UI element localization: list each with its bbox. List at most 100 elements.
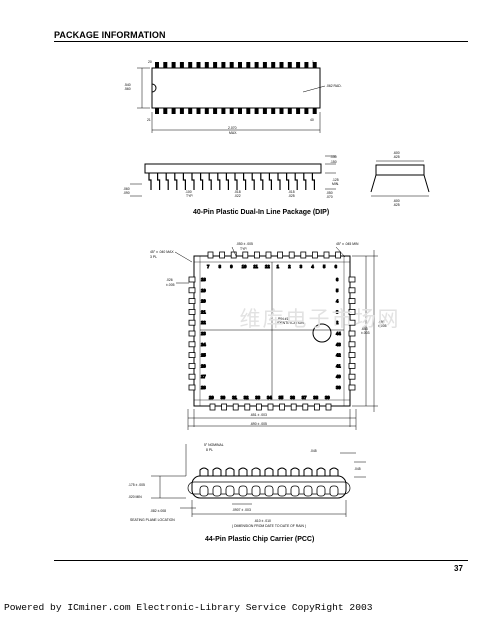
- dip-dim-a2: TYP.: [186, 194, 193, 198]
- dip-lead: [155, 62, 159, 68]
- pcc-pad: [221, 403, 228, 411]
- pcc-side-foot: [251, 485, 261, 497]
- pcc-pin-number: 4: [336, 299, 339, 304]
- pcc-corner-1: 45° x .040 MAX: [150, 250, 174, 254]
- pcc-pad: [265, 251, 272, 259]
- pcc-pad: [348, 373, 356, 380]
- dip-end-dims: [371, 160, 429, 197]
- pcc-pin-number: 26: [201, 363, 206, 368]
- pcc-pin-number: 25: [201, 353, 206, 358]
- pcc-pad: [232, 403, 239, 411]
- dip-side-lead: [277, 173, 281, 190]
- footer-credit: Powered by ICminer.com Electronic-Librar…: [4, 602, 373, 613]
- pcc-pad: [188, 341, 196, 348]
- dip-length-label: 2.070: [228, 126, 237, 130]
- pcc-side-lead: [251, 467, 261, 476]
- dip-pin20-label: 1: [312, 60, 314, 64]
- pcc-pad: [323, 251, 330, 259]
- dip-lead: [229, 62, 234, 68]
- pcc-pad: [288, 251, 295, 259]
- dip-lead: [271, 62, 276, 68]
- dip-lead: [188, 62, 193, 68]
- dip-lead: [254, 108, 259, 114]
- pcc-pad: [188, 330, 196, 337]
- pcc-pin-number: 34: [267, 395, 272, 400]
- pcc-bot-e: .0907 ± .003: [232, 508, 251, 512]
- pcc-pad: [348, 308, 356, 315]
- pcc-pin-number: 7: [207, 264, 210, 269]
- dip-lead: [204, 62, 209, 68]
- dip-dim-c1: .060: [123, 187, 130, 191]
- dip-lead: [279, 62, 284, 68]
- pcc-side-foot: [329, 485, 339, 497]
- pcc-pin-number: 38: [313, 395, 318, 400]
- pcc-bot-b: .045: [354, 467, 361, 471]
- pcc-pin-number: 11: [253, 264, 258, 269]
- pcc-pin-number: 42: [336, 353, 341, 358]
- pcc-pad: [188, 373, 196, 380]
- pcc-pin-number: 2: [288, 264, 291, 269]
- pcc-pad: [255, 403, 262, 411]
- dip-dim-c2: .090: [123, 191, 130, 195]
- dip-lead: [312, 62, 317, 68]
- pcc-pin-number: 5: [323, 264, 326, 269]
- dip-lead: [271, 108, 276, 114]
- pcc-pad: [348, 276, 356, 283]
- pcc-pin-number: 2: [336, 320, 339, 325]
- dip-side-lead: [174, 173, 178, 190]
- pcc-side-dims: [151, 444, 366, 517]
- pcc-side-lead: [329, 467, 339, 476]
- pcc-side-lead: [303, 467, 313, 476]
- pcc-pin-number: 10: [242, 264, 247, 269]
- dip-side-lead: [225, 173, 229, 190]
- pcc-side-foot: [199, 485, 209, 497]
- pcc-pad: [348, 341, 356, 348]
- pcc-pad: [188, 319, 196, 326]
- pcc-pad: [277, 251, 284, 259]
- pcc-side-foot: [212, 485, 222, 497]
- pcc-pin-number: 35: [279, 395, 284, 400]
- pcc-pin-number: 43: [336, 342, 341, 347]
- dip-lead: [262, 62, 267, 68]
- pcc-side-foot: [264, 485, 274, 497]
- pcc-side-h2-1: .690: [378, 320, 385, 324]
- pcc-pad: [300, 251, 307, 259]
- dip-lead: [179, 108, 184, 114]
- pcc-pin-number: 4: [311, 264, 314, 269]
- dip-dim-top2: .150: [330, 160, 337, 164]
- dip-lead: [213, 108, 218, 114]
- dip-side-lead: [191, 173, 195, 190]
- pcc-leadw-1: .026: [166, 278, 173, 282]
- dip-side-lead: [294, 173, 298, 190]
- pcc-pad: [188, 384, 196, 391]
- pcc-pad: [230, 251, 237, 259]
- pcc-pin-number: 9: [230, 264, 233, 269]
- pcc-pin-number: 18: [201, 277, 206, 282]
- pcc-pad: [348, 362, 356, 369]
- dip-pin21-label: 21: [147, 118, 151, 122]
- pcc-pad: [325, 403, 332, 411]
- pcc-pad: [348, 384, 356, 391]
- dip-lead: [304, 62, 309, 68]
- pcc-pin-number: 27: [201, 374, 206, 379]
- pcc-pad: [335, 251, 342, 259]
- pcc-pin-number: 23: [201, 331, 206, 336]
- pcc-bot-note: ( DIMENSION FROM DATE TO DATE OF RAIN ): [232, 524, 306, 528]
- dip-lead: [287, 108, 292, 114]
- dip-lead: [229, 108, 234, 114]
- dip-lead: [312, 108, 317, 114]
- dip-side-lead: [148, 173, 152, 190]
- pcc-side-lead: [316, 467, 326, 476]
- pcc-pin-number: 24: [201, 342, 206, 347]
- pcc-side-foot: [277, 485, 287, 497]
- pcc-pin-number: 29: [209, 395, 214, 400]
- pcc-side-foot: [238, 485, 248, 497]
- dip-side-lead: [182, 173, 186, 190]
- page-number: 37: [454, 564, 463, 573]
- pcc-pin-number: 21: [201, 309, 206, 314]
- pcc-side-foot: [316, 485, 326, 497]
- dip-dim-f2: .070: [326, 195, 333, 199]
- dip-side-lead: [243, 173, 247, 190]
- pcc-pin-number: 30: [221, 395, 226, 400]
